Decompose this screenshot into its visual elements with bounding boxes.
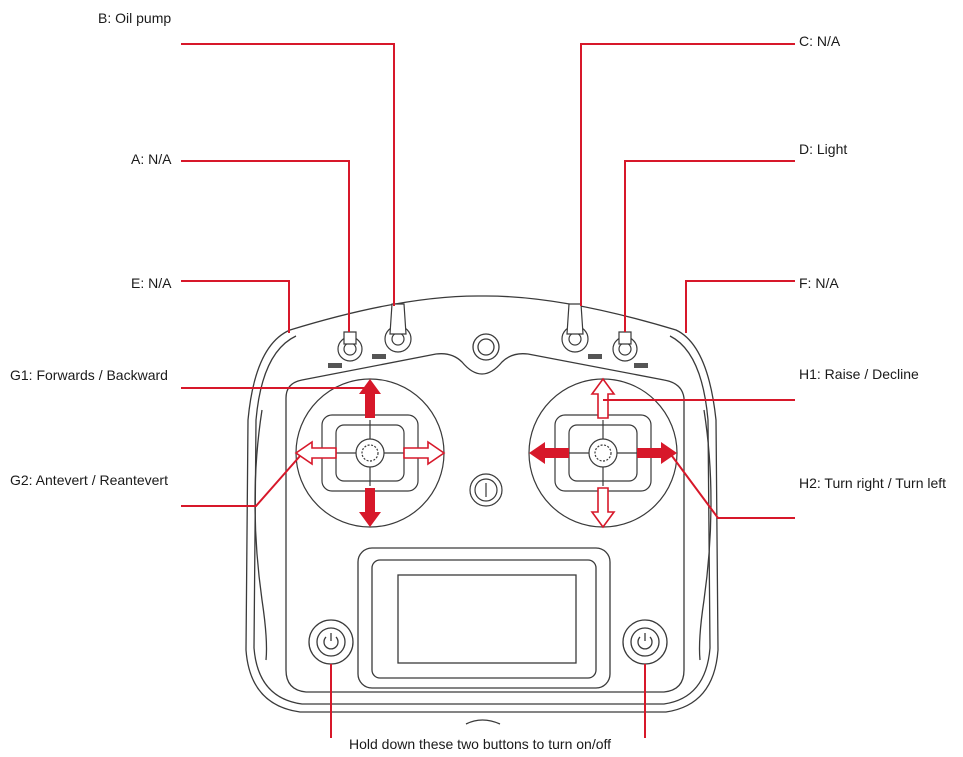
- leader-a: [181, 160, 350, 332]
- transmitter-body: [245, 295, 719, 725]
- center-small-button: [469, 473, 503, 507]
- label-h2: H2: Turn right / Turn left: [799, 475, 947, 491]
- label-g1: G1: Forwards / Backward: [10, 367, 168, 383]
- label-e: E: N/A: [131, 275, 172, 291]
- leader-e: [181, 280, 290, 333]
- leader-c: [580, 43, 795, 306]
- leader-lines: [181, 43, 795, 738]
- arrow-right-outline: [403, 440, 446, 466]
- leader-d: [624, 160, 795, 332]
- label-f: F: N/A: [799, 275, 839, 291]
- left-power-button: [308, 619, 354, 665]
- display-screen: [357, 547, 611, 689]
- switch-d: [612, 331, 648, 368]
- arrow-right-filled: [637, 442, 677, 464]
- leader-h2: [671, 455, 795, 519]
- label-g2: G2: Antevert / Reantevert: [10, 472, 168, 488]
- leader-g2: [181, 455, 301, 507]
- leader-f: [685, 280, 795, 333]
- label-b: B: Oil pump: [98, 10, 172, 26]
- top-center-button: [472, 333, 500, 361]
- leader-b: [181, 43, 395, 306]
- arrow-down-filled: [359, 488, 381, 527]
- switch-a: [328, 331, 363, 368]
- right-stick-arrows: [529, 377, 677, 529]
- right-power-button: [622, 619, 668, 665]
- label-h1: H1: Raise / Decline: [799, 366, 919, 382]
- switch-b: [372, 303, 412, 359]
- arrow-left-filled: [529, 442, 569, 464]
- arrow-down-outline: [590, 487, 616, 529]
- arrow-left-outline: [294, 440, 337, 466]
- arrow-up-filled: [359, 379, 381, 418]
- label-d: D: Light: [799, 141, 848, 157]
- label-power-note: Hold down these two buttons to turn on/o…: [349, 736, 612, 752]
- label-a: A: N/A: [131, 151, 172, 167]
- label-c: C: N/A: [799, 33, 841, 49]
- switch-c: [561, 303, 602, 359]
- arrow-up-outline: [590, 377, 616, 419]
